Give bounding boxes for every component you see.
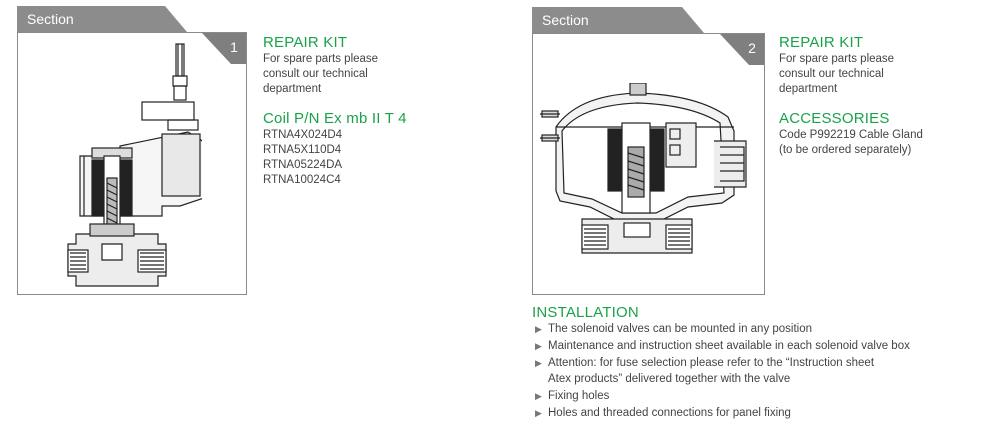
coil-code: RTNA05224DA bbox=[263, 159, 343, 171]
panel2-repair-kit-text: For spare parts please consult our techn… bbox=[779, 52, 894, 97]
panel1-repair-kit-text: For spare parts please consult our techn… bbox=[263, 52, 378, 97]
coil-code: RTNA5X110D4 bbox=[263, 144, 342, 156]
section-1-tab: Section bbox=[27, 11, 74, 27]
accessory-line: (to be ordered separately) bbox=[779, 144, 912, 156]
coil-code: RTNA10024C4 bbox=[263, 174, 341, 186]
installation-list: ▶The solenoid valves can be mounted in a… bbox=[532, 321, 910, 422]
accessories-text: Code P992219 Cable Gland (to be ordered … bbox=[779, 128, 923, 158]
panel1-repair-kit-heading: REPAIR KIT bbox=[263, 34, 348, 51]
coil-pn-heading: Coil P/N Ex mb II T 4 bbox=[263, 110, 407, 127]
section-panel-1: Section 1 bbox=[17, 6, 247, 295]
accessories-heading: ACCESSORIES bbox=[779, 110, 890, 127]
installation-item: ▶The solenoid valves can be mounted in a… bbox=[532, 321, 910, 338]
installation-item: ▶Holes and threaded connections for pane… bbox=[532, 405, 910, 422]
repair-line: For spare parts please bbox=[779, 53, 895, 65]
repair-line: department bbox=[263, 83, 322, 95]
accessory-line: Code P992219 Cable Gland bbox=[779, 129, 923, 141]
installation-item: ▶Fixing holes bbox=[532, 388, 910, 405]
installation-item: ▶Attention: for fuse selection please re… bbox=[532, 355, 910, 372]
section-1-number: 1 bbox=[230, 39, 238, 55]
installation-item: ▶Maintenance and instruction sheet avail… bbox=[532, 338, 910, 355]
coil-code-list: RTNA4X024D4 RTNA5X110D4 RTNA05224DA RTNA… bbox=[263, 128, 342, 188]
bullet-arrow-icon: ▶ bbox=[535, 391, 542, 402]
repair-line: For spare parts please bbox=[263, 53, 379, 65]
installation-heading: INSTALLATION bbox=[532, 304, 639, 321]
bullet-arrow-icon: ▶ bbox=[535, 357, 542, 368]
repair-line: consult our technical bbox=[779, 68, 884, 80]
bullet-arrow-icon: ▶ bbox=[535, 340, 542, 351]
solenoid-valve-section-drawing-2 bbox=[540, 83, 747, 254]
repair-line: consult our technical bbox=[263, 68, 368, 80]
bullet-arrow-icon: ▶ bbox=[535, 407, 542, 418]
section-2-tab: Section bbox=[542, 12, 589, 28]
panel2-repair-kit-heading: REPAIR KIT bbox=[779, 34, 864, 51]
bullet-arrow-icon: ▶ bbox=[535, 324, 542, 334]
repair-line: department bbox=[779, 83, 838, 95]
coil-code: RTNA4X024D4 bbox=[263, 129, 343, 141]
section-panel-2: Section 2 bbox=[532, 7, 765, 295]
section-2-number: 2 bbox=[748, 40, 756, 56]
installation-item-continuation: Atex products” delivered together with t… bbox=[548, 373, 791, 386]
solenoid-valve-section-drawing-1 bbox=[67, 43, 202, 287]
